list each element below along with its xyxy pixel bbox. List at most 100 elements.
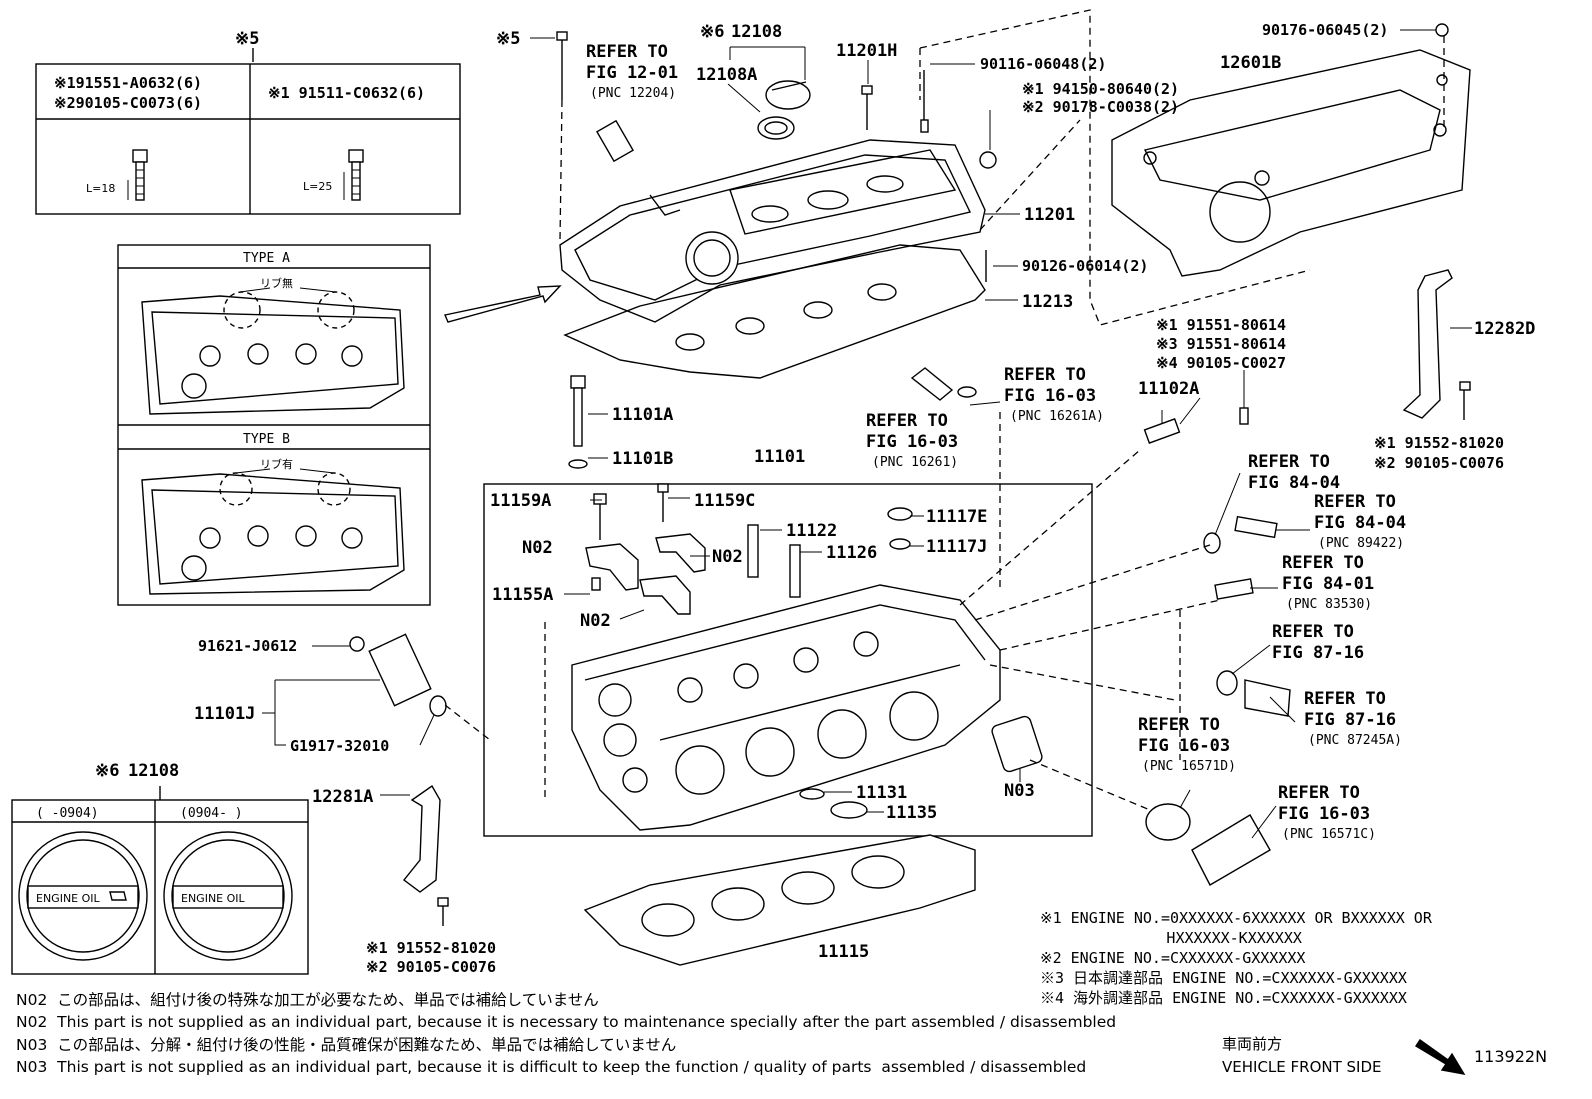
label-refer-16-03b-2: FIG 16-03 <box>866 432 958 452</box>
label-refer-16-03d-1: REFER TO <box>1278 783 1360 803</box>
label-11115: 11115 <box>818 942 869 962</box>
bolt-table-col2-line: ※1 91511-C0632(6) <box>268 84 425 102</box>
cap-table-mark: ※6 <box>95 761 119 781</box>
label-12108-mark: ※6 <box>700 22 724 42</box>
engine-note: ※4 海外調達部品 ENGINE NO.=CXXXXXX-GXXXXXX <box>1040 989 1407 1007</box>
cap-text-2: ENGINE OIL <box>181 892 246 905</box>
cylinder-head <box>571 584 1001 831</box>
label-refer-12-01-3: (PNC 12204) <box>590 86 676 101</box>
engine-note: HXXXXXX-KXXXXXX <box>1040 929 1302 947</box>
oil-can-icon <box>109 891 127 901</box>
label-refer-16-03a-3: (PNC 16261A) <box>1010 409 1104 424</box>
label-12281A: 12281A <box>312 787 373 807</box>
cylinder-head-cover <box>559 139 986 323</box>
label-12601B: 12601B <box>1220 53 1281 73</box>
label-90105-l: ※2 90105-C0076 <box>366 958 496 976</box>
label-11201: 11201 <box>1024 205 1075 225</box>
label-refer-84-04a-2: FIG 84-04 <box>1248 473 1340 493</box>
hoses-and-sensors <box>910 367 1291 886</box>
label-refer-87-16b-1: REFER TO <box>1304 689 1386 709</box>
label-n02-3: N02 <box>580 611 611 631</box>
label-90178: ※2 90178-C0038(2) <box>1022 98 1179 116</box>
diagram-code: 113922N <box>1474 1047 1548 1066</box>
label-n02-2: N02 <box>712 547 743 567</box>
head-gasket <box>583 834 976 966</box>
label-refer-84-01-3: (PNC 83530) <box>1286 597 1372 612</box>
label-91551-b: ※3 91551-80614 <box>1156 335 1286 353</box>
bolt-table: ※5 ※191551-A0632(6) ※290105-C0073(6) ※1 … <box>35 29 461 215</box>
bolt-l18-label: L=18 <box>86 182 115 195</box>
bolt-table-header: ※5 <box>235 29 259 49</box>
label-refer-12-01-1: REFER TO <box>586 42 668 62</box>
seal-11135 <box>830 801 868 819</box>
plug-n03 <box>991 715 1043 773</box>
label-refer-84-04b-1: REFER TO <box>1314 492 1396 512</box>
label-11101J: 11101J <box>194 704 255 724</box>
oil-control-valve <box>349 633 491 741</box>
cap-text-1: ENGINE OIL <box>36 892 101 905</box>
type-b-note: リブ有 <box>260 457 293 471</box>
label-90105-c0027: ※4 90105-C0027 <box>1156 354 1286 372</box>
type-a-note: リブ無 <box>260 276 293 290</box>
bolt-l18-icon <box>127 149 148 201</box>
label-94150: ※1 94150-80640(2) <box>1022 80 1179 98</box>
head-bolt <box>568 375 588 469</box>
cylinder-head-box <box>483 483 1093 837</box>
label-11101A: 11101A <box>612 405 673 425</box>
label-refer-84-01-2: FIG 84-01 <box>1282 574 1374 594</box>
label-11213: 11213 <box>1022 292 1073 312</box>
front-arrow-icon <box>1415 1039 1466 1075</box>
oil-cap-table <box>11 786 309 975</box>
label-11102A: 11102A <box>1138 379 1199 399</box>
label-12108A: 12108A <box>696 65 757 85</box>
label-11201H: 11201H <box>836 41 897 61</box>
label-refer-12-01-2: FIG 12-01 <box>586 63 678 83</box>
label-refer-16-03b-3: (PNC 16261) <box>872 455 958 470</box>
footnote: N02 This part is not supplied as an indi… <box>16 1013 1117 1032</box>
head-small-parts <box>585 483 913 615</box>
label-refer-87-16b-3: (PNC 87245A) <box>1308 733 1402 748</box>
label-91552-r: ※1 91552-81020 <box>1374 434 1504 452</box>
label-refer-16-03a-1: REFER TO <box>1004 365 1086 385</box>
cap-table-col2: (0904- ) <box>180 806 243 821</box>
label-refer-16-03d-3: (PNC 16571C) <box>1282 827 1376 842</box>
label-11117J: 11117J <box>926 537 987 557</box>
engine-note: ※3 日本調達部品 ENGINE NO.=CXXXXXX-GXXXXXX <box>1040 969 1407 987</box>
label-91551-a: ※1 91551-80614 <box>1156 316 1286 334</box>
cover-bolts <box>556 23 1449 282</box>
footnote: N03 This part is not supplied as an indi… <box>16 1058 1087 1077</box>
bolt-table-col1-line1: ※191551-A0632(6) <box>54 74 202 92</box>
label-11126: 11126 <box>826 543 877 563</box>
bolt-l25-icon <box>343 149 364 201</box>
label-g1917: G1917-32010 <box>290 737 389 755</box>
cap-table-col1: ( -0904) <box>36 806 99 821</box>
label-refer-87-16a-1: REFER TO <box>1272 622 1354 642</box>
label-refer-84-01-1: REFER TO <box>1282 553 1364 573</box>
label-refer-84-04b-3: (PNC 89422) <box>1318 536 1404 551</box>
bracket-right <box>1402 269 1471 420</box>
label-11117E: 11117E <box>926 507 987 527</box>
engine-note: ※1 ENGINE NO.=0XXXXXX-6XXXXXX OR BXXXXXX… <box>1040 909 1432 927</box>
label-refer-16-03c-1: REFER TO <box>1138 715 1220 735</box>
label-90176: 90176-06045(2) <box>1262 21 1388 39</box>
dashed-leaders <box>544 119 1221 811</box>
footnote: N03 この部品は、分解・組付け後の性能・品質確保が困難なため、単品では補給して… <box>16 1035 677 1054</box>
leader-lines <box>262 29 1472 839</box>
seal-11131 <box>799 788 825 800</box>
label-n03: N03 <box>1004 781 1035 801</box>
cover-gasket <box>563 244 986 379</box>
label-refer-16-03a-2: FIG 16-03 <box>1004 386 1096 406</box>
label-90116: 90116-06048(2) <box>980 55 1106 73</box>
label-11101: 11101 <box>754 447 805 467</box>
label-90126: 90126-06014(2) <box>1022 257 1148 275</box>
label-91621: 91621-J0612 <box>198 637 297 655</box>
label-n02-1: N02 <box>522 538 553 558</box>
type-a-title: TYPE A <box>243 251 290 266</box>
label-refer-87-16a-2: FIG 87-16 <box>1272 643 1364 663</box>
label-refer-87-16b-2: FIG 87-16 <box>1304 710 1396 730</box>
label-11135: 11135 <box>886 803 937 823</box>
label-refer-84-04a-1: REFER TO <box>1248 452 1330 472</box>
